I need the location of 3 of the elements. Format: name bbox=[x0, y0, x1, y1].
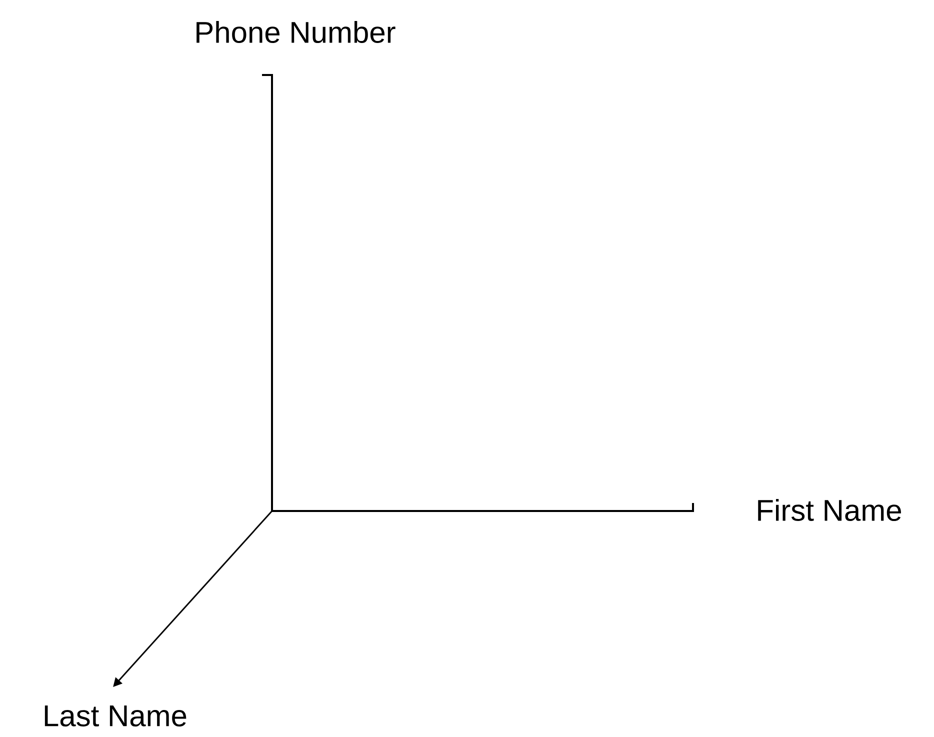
axis-label: Last Name bbox=[44, 706, 186, 726]
axis-label: Phone Number bbox=[196, 20, 396, 44]
axis-label: First Name bbox=[758, 498, 901, 522]
